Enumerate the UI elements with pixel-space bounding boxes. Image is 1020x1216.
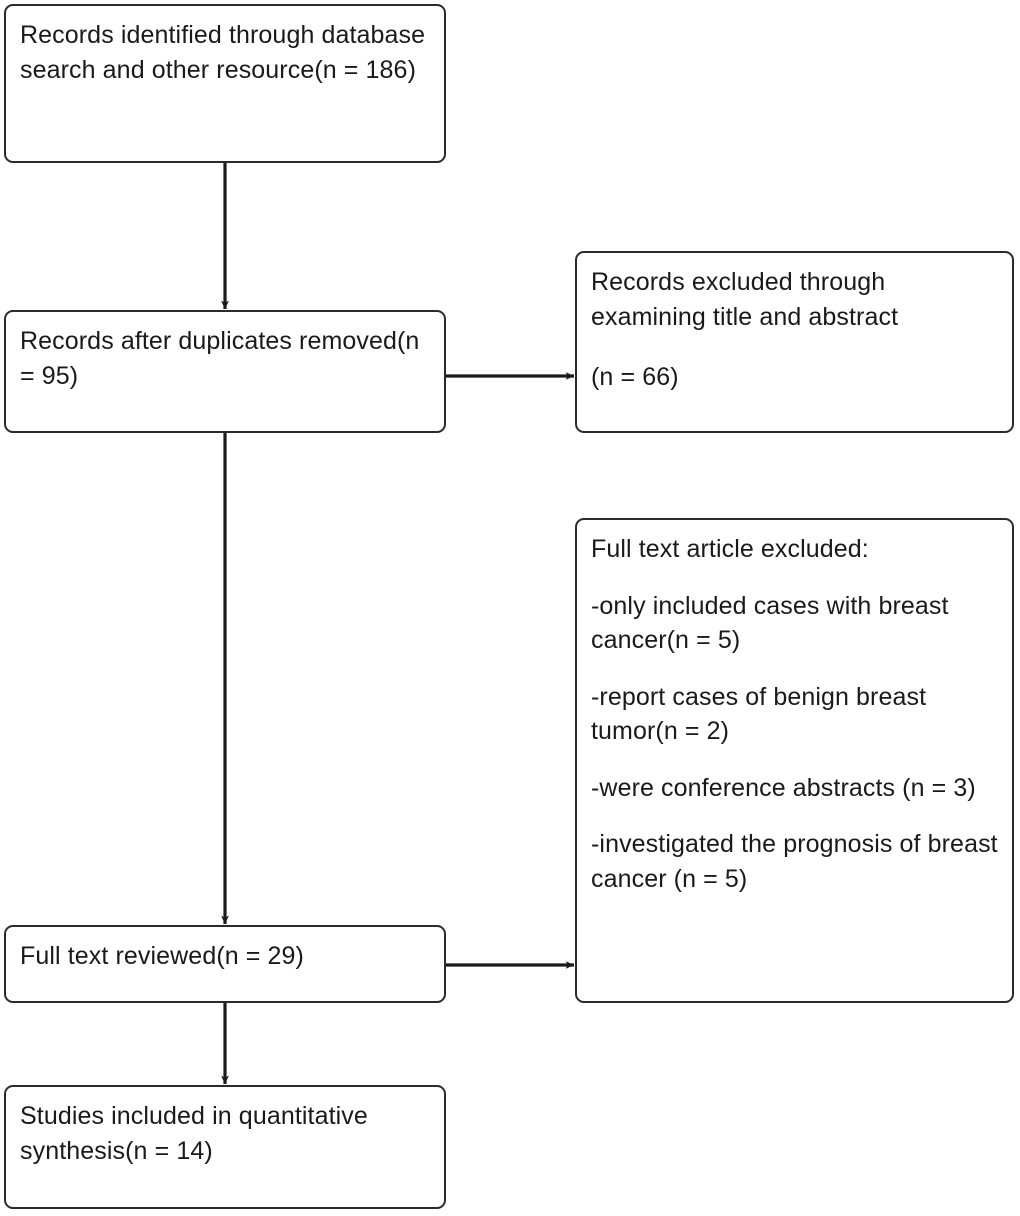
node-records-excluded-title-abstract: Records excluded through examining title… (575, 251, 1014, 433)
records-after-duplicates-removed-text: Records after duplicates removed(n = 95) (20, 327, 420, 390)
full-text-excluded-reason-4: -investigated the prognosis of breast ca… (591, 830, 998, 893)
full-text-excluded-reason-1: -only included cases with breast cancer(… (591, 591, 949, 655)
studies-included-text: Studies included in quantitative synthes… (20, 1102, 368, 1165)
node-studies-included: Studies included in quantitative synthes… (4, 1085, 446, 1209)
full-text-excluded-heading: Full text article excluded: (591, 535, 869, 563)
node-records-identified: Records identified through database sear… (4, 4, 446, 163)
records-excluded-reason-text: Records excluded through examining title… (591, 268, 899, 331)
full-text-excluded-reason-2: -report cases of benign breast tumor(n =… (591, 682, 927, 746)
node-records-after-duplicates-removed: Records after duplicates removed(n = 95) (4, 310, 446, 433)
records-excluded-count-text: (n = 66) (591, 363, 679, 391)
records-identified-text: Records identified through database sear… (20, 21, 426, 84)
node-full-text-article-excluded: Full text article excluded: -only includ… (575, 518, 1014, 1003)
full-text-reviewed-text: Full text reviewed(n = 29) (20, 942, 304, 970)
full-text-excluded-reason-3: -were conference abstracts (n = 3) (591, 773, 976, 802)
node-full-text-reviewed: Full text reviewed(n = 29) (4, 925, 446, 1003)
